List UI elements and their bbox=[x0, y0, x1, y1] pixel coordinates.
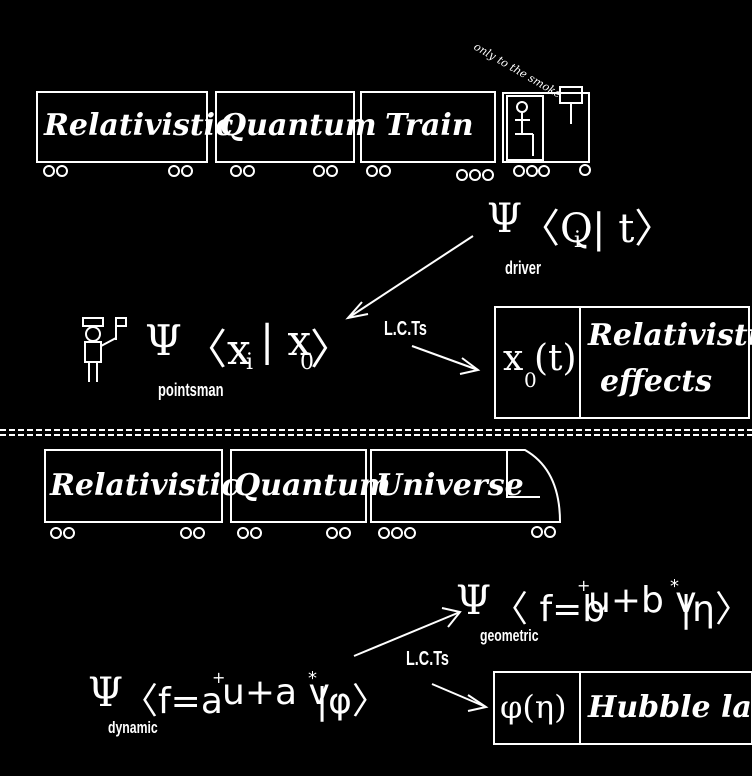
pointsman-ket: 〉 bbox=[310, 325, 353, 374]
bottom-car-2-label: Quantum bbox=[234, 468, 391, 503]
top-car-2-label: Quantum bbox=[220, 108, 377, 143]
driver-psi: Ψ bbox=[487, 196, 523, 242]
effects-box-line1: Relativistic bbox=[588, 318, 752, 353]
dynamic-to-geometric-arrow bbox=[353, 611, 461, 657]
bottom-car-1-label: Relativistic bbox=[50, 468, 240, 503]
top-wheels bbox=[43, 164, 591, 181]
geometric-psi: Ψ bbox=[456, 578, 492, 624]
dynamic-expr: 〈f=a bbox=[122, 681, 223, 722]
top-car-1-label: Relativistic bbox=[44, 108, 234, 143]
geometric-sup2: * bbox=[670, 576, 679, 597]
pointsman-label: pointsman bbox=[158, 380, 224, 400]
bottom-wheels bbox=[50, 526, 556, 539]
effects-box-t: (t) bbox=[534, 338, 577, 379]
section-separator bbox=[0, 429, 752, 436]
bottom-car-3-outline bbox=[370, 449, 562, 523]
locomotive-icon bbox=[502, 86, 590, 163]
top-car-1-outline bbox=[36, 91, 208, 163]
dynamic-sup2: * bbox=[308, 668, 317, 689]
geometric-tail: |η〉 bbox=[680, 589, 751, 630]
pointsman-bra: 〈x bbox=[185, 325, 251, 374]
driver-to-pointsman-arrow bbox=[347, 235, 474, 319]
pointsman-psi: Ψ bbox=[145, 316, 182, 365]
lcts-arrow-top bbox=[411, 345, 479, 371]
pointsman-mid: | x bbox=[260, 316, 312, 365]
effects-box-x-sub: 0 bbox=[524, 368, 537, 392]
driver-bra: 〈Q bbox=[520, 206, 593, 252]
lcts-label-bottom: L.C.Ts bbox=[406, 648, 449, 670]
dynamic-psi: Ψ bbox=[88, 670, 124, 716]
driver-sub: i bbox=[574, 228, 582, 253]
top-car-3-label: Train bbox=[385, 108, 474, 143]
dynamic-tail: |φ〉 bbox=[316, 681, 388, 722]
bottom-car-3-label: Universe bbox=[376, 468, 524, 503]
top-car-2-outline bbox=[215, 91, 355, 163]
dynamic-sup1: + bbox=[212, 668, 226, 687]
dynamic-mid: u+a v bbox=[222, 672, 330, 713]
hubble-box-outline bbox=[493, 671, 752, 745]
lcts-label-top: L.C.Ts bbox=[384, 318, 427, 340]
lcts-arrow-bottom bbox=[431, 683, 487, 708]
dynamic-label: dynamic bbox=[108, 718, 158, 737]
pointsman-icon bbox=[82, 317, 127, 382]
geometric-mid: u+b v bbox=[588, 580, 697, 621]
bottom-car-2-outline bbox=[230, 449, 367, 523]
driver-ket: | t〉 bbox=[592, 206, 675, 252]
geometric-sup1: + bbox=[577, 576, 591, 595]
top-car-3-outline bbox=[360, 91, 496, 163]
geometric-expr: 〈 f=b bbox=[492, 589, 606, 630]
effects-box-line2: effects bbox=[600, 364, 713, 399]
geometric-label: geometric bbox=[480, 626, 539, 645]
effects-box-outline bbox=[494, 306, 750, 419]
hubble-box-right: Hubble law bbox=[588, 690, 752, 725]
bottom-car-1-outline bbox=[44, 449, 223, 523]
pointsman-sub-0: 0 bbox=[300, 350, 314, 375]
pointsman-sub-i: i bbox=[246, 350, 254, 375]
effects-box-x: x bbox=[503, 338, 524, 379]
driver-label: driver bbox=[505, 258, 542, 278]
hubble-box-left: φ(η) bbox=[500, 688, 567, 726]
